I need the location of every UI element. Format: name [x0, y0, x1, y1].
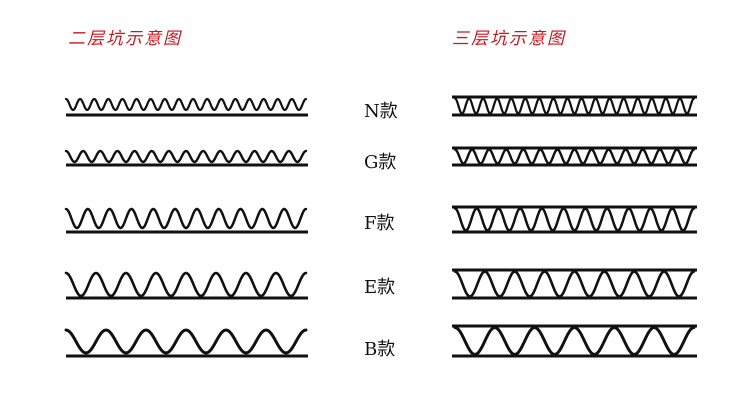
three-layer-b-flute-wave	[453, 325, 696, 357]
two-layer-b-flute-wave	[64, 328, 308, 355]
two-layer-n-flute-wave	[64, 97, 308, 112]
two-layer-e-flute-wave	[64, 271, 308, 298]
three-layer-e-flute-wave	[453, 270, 696, 298]
flute-label-b: B款	[364, 339, 396, 360]
three-layer-f-flute-wave	[453, 207, 696, 232]
flute-label-n: N款	[364, 101, 398, 122]
two-layer-f-flute-wave	[64, 207, 308, 230]
flute-label-f: F款	[364, 213, 395, 234]
three-layer-n-flute-wave	[453, 97, 696, 115]
two-layer-heading: 二层坑示意图	[68, 29, 182, 49]
three-layer-heading: 三层坑示意图	[452, 29, 566, 49]
three-layer-g-flute-wave	[453, 148, 696, 165]
flute-label-e: E款	[364, 277, 396, 298]
flute-label-g: G款	[364, 152, 397, 173]
two-layer-g-flute-wave	[64, 149, 308, 164]
